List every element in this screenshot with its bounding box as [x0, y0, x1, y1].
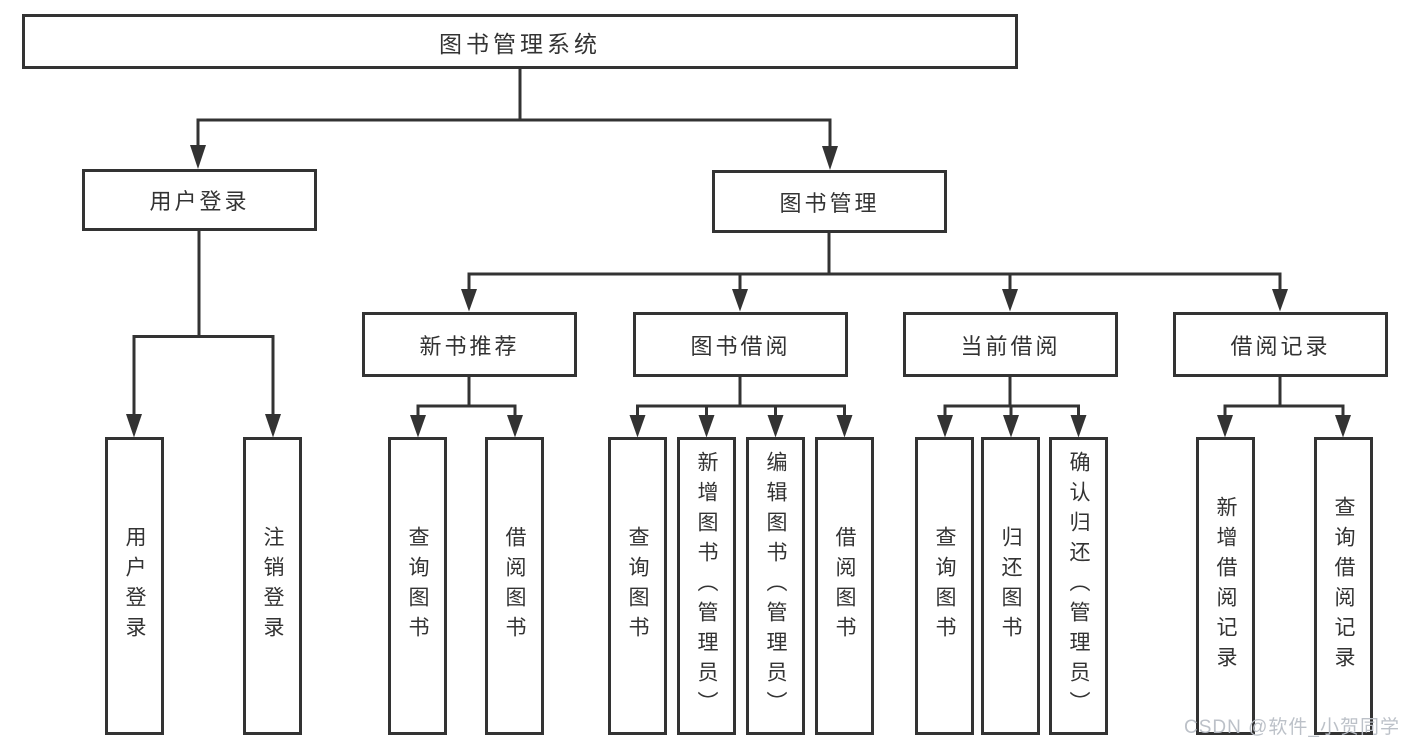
leaf-user-login: 用户登录 [105, 437, 164, 735]
leaf-recommend-query-books-label: 查询图书 [406, 526, 430, 646]
node-borrow-records-label: 借阅记录 [1230, 333, 1331, 359]
node-borrow-records: 借阅记录 [1173, 312, 1388, 377]
leaf-edit-books-admin: 编辑图书（管理员） [746, 437, 805, 735]
leaf-recommend-query-books: 查询图书 [388, 437, 447, 735]
node-book-management-label: 图书管理 [779, 190, 880, 216]
node-current-borrow-label: 当前借阅 [960, 333, 1061, 359]
node-root-label: 图书管理系统 [439, 30, 601, 57]
node-new-book-recommend: 新书推荐 [362, 312, 577, 377]
leaf-add-books-admin: 新增图书（管理员） [677, 437, 736, 735]
leaf-return-books-label: 归还图书 [999, 526, 1023, 646]
node-new-book-recommend-label: 新书推荐 [419, 333, 520, 359]
node-current-borrow: 当前借阅 [903, 312, 1118, 377]
leaf-query-borrow-record-label: 查询借阅记录 [1332, 496, 1356, 676]
leaf-user-login-label: 用户登录 [123, 526, 147, 646]
leaf-recommend-borrow-books-label: 借阅图书 [503, 526, 527, 646]
leaf-borrow-query-books: 查询图书 [608, 437, 667, 735]
leaf-confirm-return-admin: 确认归还（管理员） [1049, 437, 1108, 735]
csdn-watermark: CSDN @软件_小贺同学 [1184, 717, 1400, 738]
node-root: 图书管理系统 [22, 14, 1018, 69]
node-user-login-label: 用户登录 [149, 189, 250, 214]
leaf-return-books: 归还图书 [981, 437, 1040, 735]
leaf-borrow-books-label: 借阅图书 [833, 526, 857, 646]
node-book-management: 图书管理 [712, 170, 947, 233]
node-user-login: 用户登录 [82, 169, 317, 231]
leaf-borrow-books: 借阅图书 [815, 437, 874, 735]
node-book-borrow: 图书借阅 [633, 312, 848, 377]
leaf-add-borrow-record: 新增借阅记录 [1196, 437, 1255, 735]
leaf-borrow-query-books-label: 查询图书 [626, 526, 650, 646]
leaf-recommend-borrow-books: 借阅图书 [485, 437, 544, 735]
leaf-add-books-admin-label: 新增图书（管理员） [695, 451, 719, 721]
leaf-logout-label: 注销登录 [261, 526, 285, 646]
leaf-edit-books-admin-label: 编辑图书（管理员） [764, 451, 788, 721]
leaf-add-borrow-record-label: 新增借阅记录 [1214, 496, 1238, 676]
leaf-confirm-return-admin-label: 确认归还（管理员） [1067, 451, 1091, 721]
node-book-borrow-label: 图书借阅 [690, 333, 791, 359]
leaf-current-query-books: 查询图书 [915, 437, 974, 735]
leaf-current-query-books-label: 查询图书 [933, 526, 957, 646]
leaf-logout: 注销登录 [243, 437, 302, 735]
leaf-query-borrow-record: 查询借阅记录 [1314, 437, 1373, 735]
